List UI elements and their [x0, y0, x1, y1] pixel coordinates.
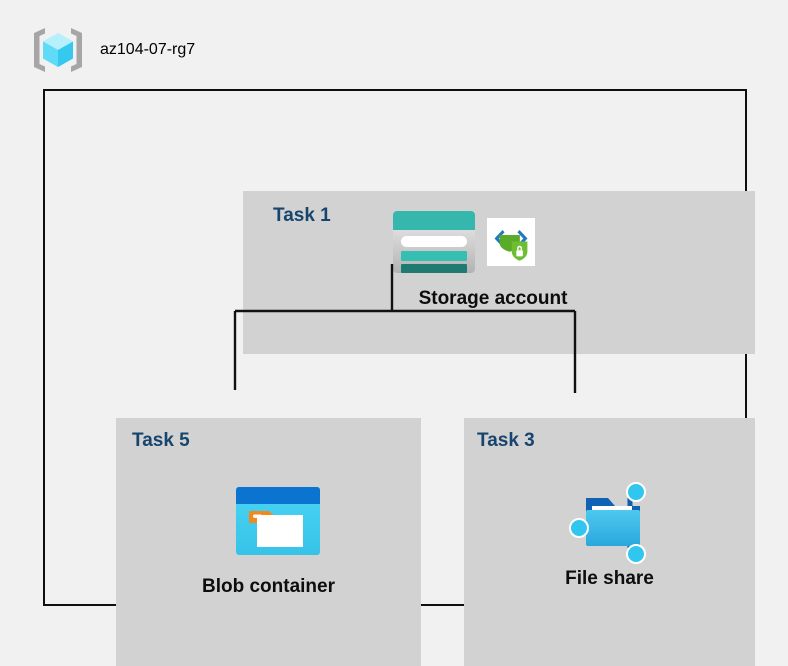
resource-group-header: az104-07-rg7: [30, 24, 195, 76]
storage-account-icon-group: [391, 208, 535, 281]
resource-group-boundary: Task 1: [43, 89, 755, 666]
page-title: az104-07-rg7: [100, 41, 196, 58]
task-box-blob-container[interactable]: Task 5 Blob container: [116, 418, 421, 666]
resource-group-cube-icon: [30, 24, 86, 76]
secure-code-shield-icon: [487, 218, 535, 271]
task-label-1: Task 1: [273, 205, 331, 226]
node-label-file-share: File share: [565, 568, 654, 589]
task-box-file-share[interactable]: Task 3: [464, 418, 755, 666]
file-share-icon: [564, 480, 656, 569]
task-label-5: Task 5: [132, 430, 190, 451]
task-box-storage-account[interactable]: Task 1: [243, 191, 755, 354]
node-label-storage-account: Storage account: [418, 288, 568, 309]
task-label-3: Task 3: [477, 430, 535, 451]
node-label-blob-container: Blob container: [201, 576, 335, 597]
storage-account-icon: [391, 208, 477, 281]
blob-container-icon: [235, 486, 321, 561]
